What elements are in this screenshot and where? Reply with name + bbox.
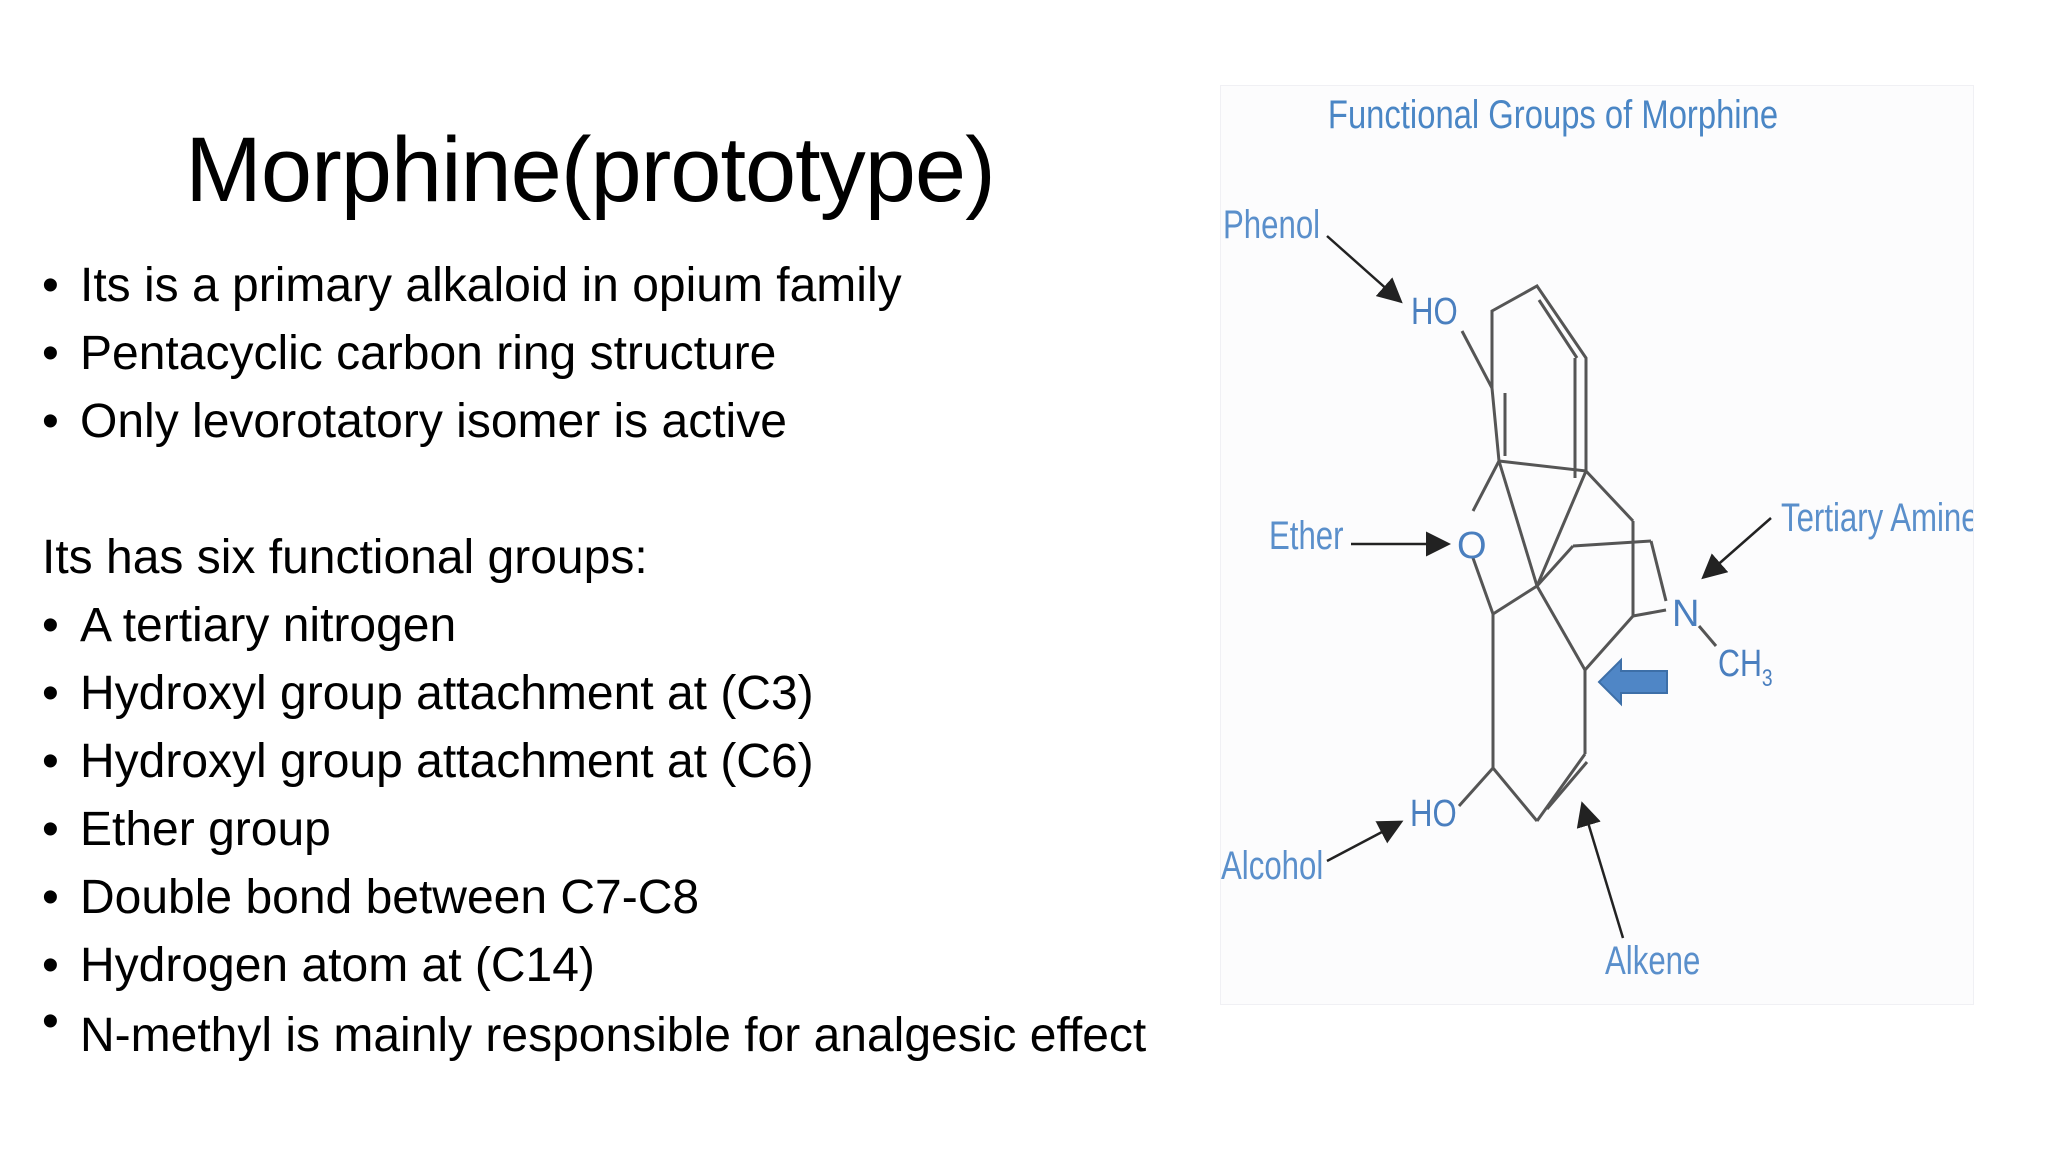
bullet-item: Its is a primary alkaloid in opium famil… xyxy=(42,252,1202,320)
molecule-bonds xyxy=(1457,284,1718,822)
bullet-item: Hydrogen atom at (C14) xyxy=(42,932,1202,1000)
alkene-arrow xyxy=(1576,801,1625,939)
alcohol-oh-label: HO xyxy=(1410,793,1457,835)
functional-groups-list: A tertiary nitrogen Hydroxyl group attac… xyxy=(42,592,1202,1060)
alkene-label: Alkene xyxy=(1605,938,1700,983)
spacer xyxy=(42,456,1202,524)
bullet-item: Hydroxyl group attachment at (C3) xyxy=(42,660,1202,728)
phenol-oh-label: HO xyxy=(1411,291,1458,333)
tertiary-amine-arrow xyxy=(1701,517,1772,580)
morphine-structure-diagram: Functional Groups of Morphine xyxy=(1221,92,1973,983)
groups-heading: Its has six functional groups: xyxy=(42,531,648,584)
bullet-item: N-methyl is mainly responsible for analg… xyxy=(42,1000,1202,1060)
bullet-item: Hydroxyl group attachment at (C6) xyxy=(42,728,1202,796)
slide-body: Its is a primary alkaloid in opium famil… xyxy=(42,252,1202,1060)
bullet-item: Only levorotatory isomer is active xyxy=(42,388,1202,456)
intro-bullet-list: Its is a primary alkaloid in opium famil… xyxy=(42,252,1202,456)
bullet-item: A tertiary nitrogen xyxy=(42,592,1202,660)
phenol-label: Phenol xyxy=(1223,202,1320,247)
ether-label: Ether xyxy=(1269,513,1344,558)
alcohol-label: Alcohol xyxy=(1221,843,1323,888)
bullet-item: Pentacyclic carbon ring structure xyxy=(42,320,1202,388)
methyl-label: CH3 xyxy=(1718,643,1773,692)
highlight-arrow-icon xyxy=(1597,657,1668,707)
bullet-item: Double bond between C7-C8 xyxy=(42,864,1202,932)
slide-title: Morphine(prototype) xyxy=(185,119,995,221)
ether-oxygen-label: O xyxy=(1457,525,1487,567)
alcohol-arrow xyxy=(1326,820,1404,863)
figure-title: Functional Groups of Morphine xyxy=(1328,92,1778,137)
label-arrows xyxy=(1326,235,1772,939)
tertiary-amine-label: Tertiary Amine xyxy=(1781,495,1973,540)
morphine-structure-figure: Functional Groups of Morphine xyxy=(1220,85,1974,1005)
nitrogen-label: N xyxy=(1672,593,1699,635)
bullet-item: Ether group xyxy=(42,796,1202,864)
phenol-arrow xyxy=(1326,235,1403,304)
